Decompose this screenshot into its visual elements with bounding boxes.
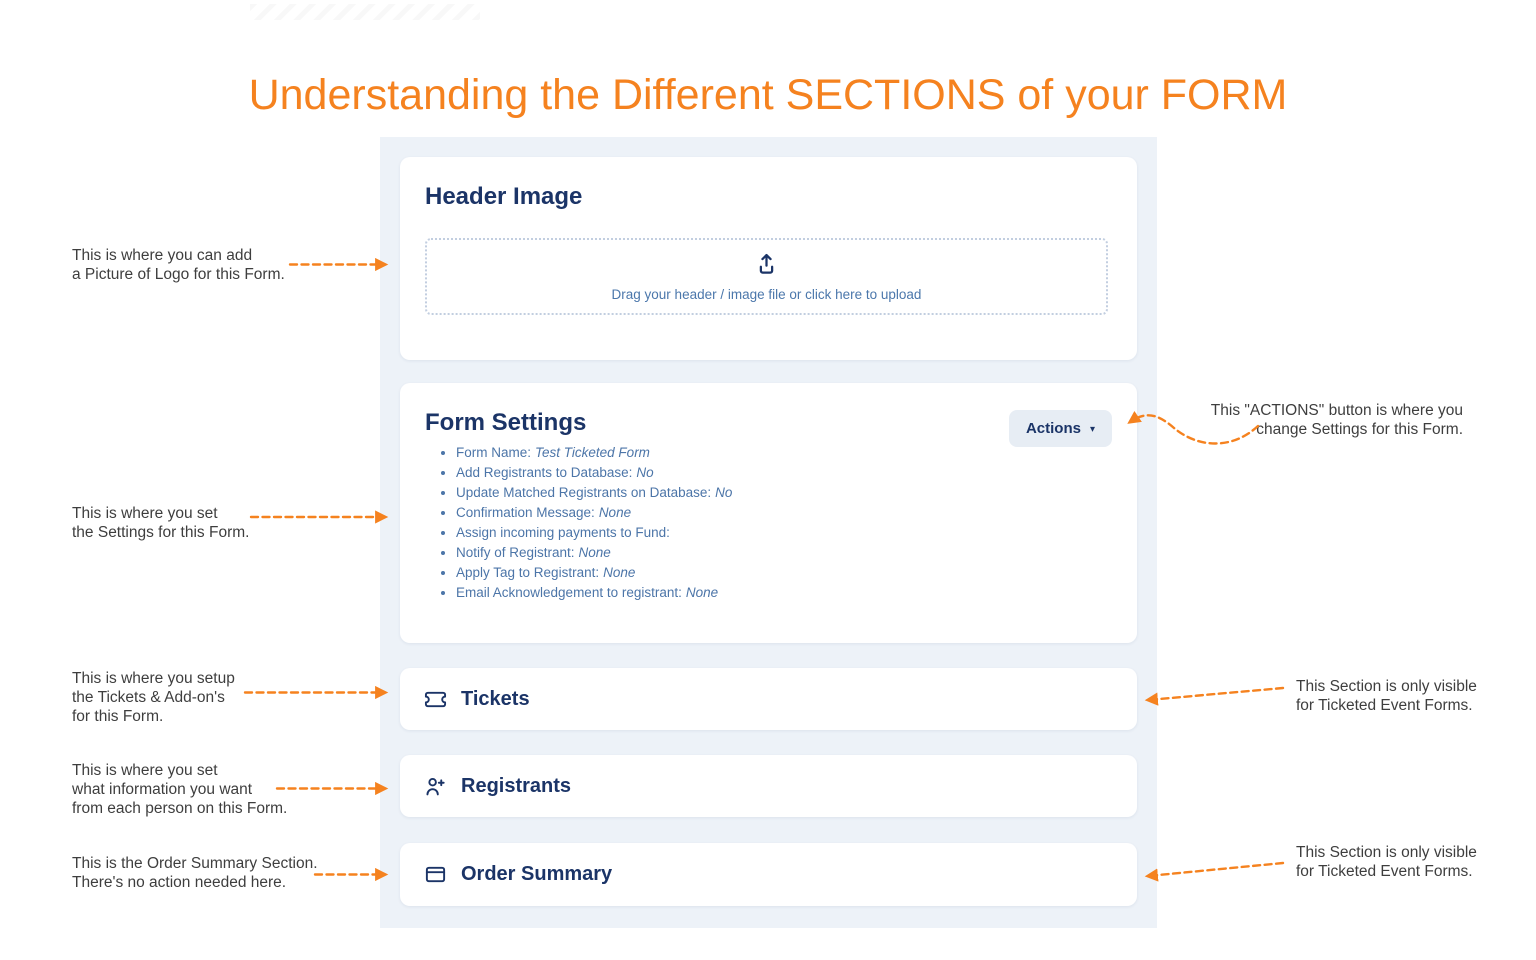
actions-button[interactable]: Actions ▾	[1008, 410, 1112, 447]
setting-email-acknowledgement: Email Acknowledgement to registrant:None	[456, 583, 732, 603]
order-summary-title: Order Summary	[461, 863, 613, 885]
setting-form-name: Form Name:Test Ticketed Form	[456, 443, 732, 463]
annotation-registrants: This is where you set what information y…	[72, 762, 288, 817]
form-settings-section: Form Settings Actions ▾ Form Name:Test T…	[400, 383, 1137, 643]
annotation-header-image: This is where you can add a Picture of L…	[72, 247, 285, 283]
annotation-tickets-visibility: This Section is only visible for Tickete…	[1296, 678, 1477, 714]
tickets-title: Tickets	[461, 687, 530, 710]
setting-add-registrants: Add Registrants to Database:No	[456, 463, 732, 483]
setting-confirmation-message: Confirmation Message:None	[456, 503, 732, 523]
upload-hint: Drag your header / image file or click h…	[611, 287, 922, 302]
annotation-order-summary: This is the Order Summary Section. There…	[72, 855, 318, 891]
setting-apply-tag: Apply Tag to Registrant:None	[456, 563, 732, 583]
header-image-section: Header Image Drag your header / image fi…	[400, 157, 1137, 360]
setting-assign-payments: Assign incoming payments to Fund:	[456, 523, 732, 543]
annotation-form-settings: This is where you set the Settings for t…	[72, 505, 250, 541]
arrow-order-visibility	[1144, 861, 1285, 882]
order-summary-section[interactable]: Order Summary	[400, 843, 1137, 906]
annotation-order-visibility: This Section is only visible for Tickete…	[1296, 844, 1477, 880]
form-settings-list: Form Name:Test Ticketed Form Add Registr…	[425, 443, 732, 603]
header-image-title: Header Image	[425, 183, 583, 210]
tickets-section[interactable]: Tickets	[400, 668, 1137, 730]
header-upload-dropzone[interactable]: Drag your header / image file or click h…	[425, 238, 1108, 315]
setting-notify-registrant: Notify of Registrant:None	[456, 543, 732, 563]
upload-icon	[759, 253, 774, 274]
credit-card-icon	[425, 866, 446, 883]
arrow-tickets-visibility	[1144, 686, 1285, 706]
annotation-tickets: This is where you setup the Tickets & Ad…	[72, 670, 235, 725]
ticket-icon	[424, 691, 447, 707]
watermark-pattern	[250, 4, 480, 20]
chevron-down-icon: ▾	[1089, 423, 1095, 435]
annotation-actions-button: This "ACTIONS" button is where you chang…	[1210, 402, 1463, 438]
person-add-icon	[426, 777, 445, 795]
page-title: Understanding the Different SECTIONS of …	[248, 70, 1288, 119]
form-builder-panel: Header Image Drag your header / image fi…	[380, 137, 1157, 928]
setting-update-matched: Update Matched Registrants on Database:N…	[456, 483, 732, 503]
registrants-title: Registrants	[461, 774, 572, 797]
form-settings-title: Form Settings	[425, 409, 587, 436]
actions-button-label: Actions	[1025, 420, 1081, 437]
registrants-section[interactable]: Registrants	[400, 755, 1137, 817]
